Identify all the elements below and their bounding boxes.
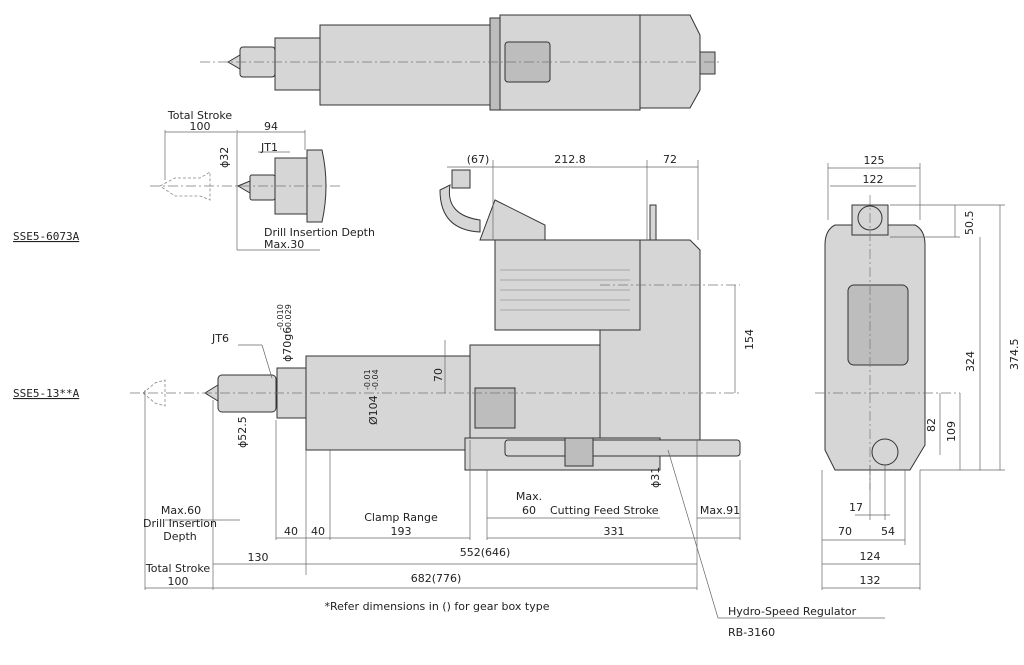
total-stroke-value: 100 [168,575,189,588]
clamp-range-label: Clamp Range [364,511,438,524]
side-view: (67) 212.8 72 154 70 JT6 ϕ70g6 -0.010 -0… [130,153,885,639]
tol-104-upper: -0.01 [363,369,372,390]
dia-104: Ø104 [367,395,380,425]
dim-40b: 40 [311,525,325,538]
dim-154: 154 [743,329,756,350]
drill-depth-line2: Depth [163,530,197,543]
end-cap [639,14,701,109]
dim-212-8: 212.8 [554,153,586,166]
inset-view: Total Stroke 100 94 ϕ32 JT1 Drill Insert… [150,109,375,251]
end-dim-374-5: 374.5 [1008,339,1021,371]
end-dim-125: 125 [864,154,885,167]
inset-drill-depth-label: Drill Insertion Depth [264,226,375,239]
dim-331: 331 [604,525,625,538]
clamp-range-value: 193 [391,525,412,538]
connector-box [479,199,546,241]
spindle [305,355,475,451]
gearbox-note: *Refer dimensions in () for gear box typ… [325,600,550,613]
end-dim-124: 124 [860,550,881,563]
tol-104-lower: -0.04 [371,369,380,390]
dia-52-5: ϕ52.5 [236,416,249,448]
dim-682: 682(776) [411,572,462,585]
rod-end [871,438,899,466]
max-label: Max. [516,490,542,503]
dim-40a: 40 [284,525,298,538]
dim-552: 552(646) [460,546,511,559]
end-dim-50-5: 50.5 [963,211,976,236]
total-stroke-label: Total Stroke [145,562,210,575]
inset-drill-depth-value: Max.30 [264,238,304,251]
end-dim-17: 17 [849,501,863,514]
end-dim-109: 109 [945,421,958,442]
dim-67: (67) [467,153,490,166]
regulator-label: Hydro-Speed Regulator [728,605,857,618]
end-view: 125 122 50.5 374.5 324 82 109 17 70 54 1… [815,154,1021,590]
model-label-large: SSE5-13**A [13,387,80,400]
inset-dim-94: 94 [264,120,278,133]
chuck-jt6-label: JT6 [211,332,229,345]
dim-130: 130 [248,551,269,564]
motor [494,239,641,331]
end-dim-122: 122 [863,173,884,186]
end-dim-70: 70 [838,525,852,538]
max91: Max.91 [700,504,740,517]
spindle-body [319,24,491,106]
inset-total-stroke-value: 100 [190,120,211,133]
end-dim-54: 54 [881,525,895,538]
inset-dia-32: ϕ32 [218,147,231,168]
dim-72: 72 [663,153,677,166]
inset-total-stroke-label: Total Stroke [167,109,232,122]
inset-chuck-label: JT1 [260,141,278,154]
chuck-jt6 [217,374,277,413]
cutting-feed-stroke-label: Cutting Feed Stroke [550,504,659,517]
top-view [200,14,720,111]
tol-70-upper: -0.010 [276,304,285,330]
max60-left: Max.60 [161,504,201,517]
regulator-rod [504,439,741,457]
end-dim-324: 324 [964,351,977,372]
cable-elbow [439,184,481,233]
drill-depth-line1: Drill Insertion [143,517,217,530]
dim-70: 70 [432,368,445,382]
model-label-small: SSE5-6073A [13,230,80,243]
end-dim-82: 82 [925,418,938,432]
tol-70-lower: -0.029 [284,304,293,330]
spindle-nose [274,37,321,91]
dia-31: ϕ31 [649,467,662,488]
regulator-model: RB-3160 [728,626,775,639]
end-dim-132: 132 [860,574,881,587]
max-value: 60 [522,504,536,517]
dia-70g6: ϕ70g6 [281,327,294,362]
